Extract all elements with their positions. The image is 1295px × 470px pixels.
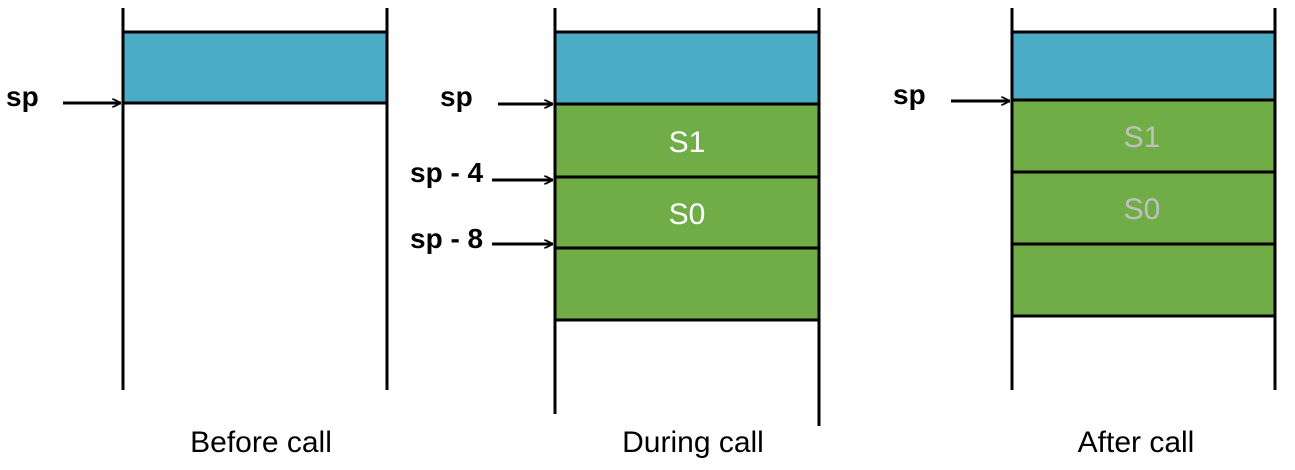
sp-label: sp — [893, 79, 926, 110]
slot-s1-label: S1 — [669, 126, 706, 159]
sp-minus-4-label: sp - 4 — [410, 157, 484, 188]
caller-frame-block — [555, 32, 819, 104]
panel-before-call: sp Before call — [6, 8, 389, 459]
panel-after-call: S1 S0 sp After call — [893, 8, 1277, 459]
stale-registers-block — [1012, 100, 1275, 316]
caller-frame-block — [1012, 32, 1275, 100]
panel-during-call: S1 S0 sp sp - 4 sp - 8 During call — [410, 8, 821, 459]
panel-caption: During call — [622, 426, 764, 459]
slot-s0-label: S0 — [669, 198, 706, 231]
sp-minus-8-label: sp - 8 — [410, 223, 483, 254]
panel-caption: Before call — [190, 426, 332, 459]
slot-s1-label: S1 — [1124, 121, 1161, 154]
sp-label: sp — [6, 81, 39, 112]
caller-frame-block — [123, 32, 387, 103]
panel-caption: After call — [1078, 426, 1195, 459]
sp-label: sp — [440, 81, 473, 112]
slot-s0-label: S0 — [1124, 193, 1161, 226]
saved-registers-block — [555, 104, 819, 320]
